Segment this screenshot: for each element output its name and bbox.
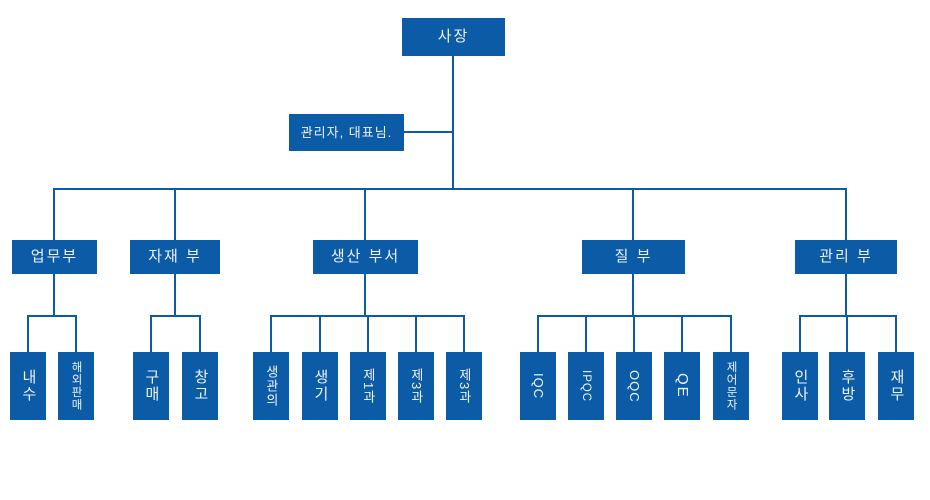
- connector-line: [585, 315, 587, 352]
- main-rail-line: [53, 188, 847, 190]
- connector-line: [367, 315, 369, 352]
- connector-line: [364, 274, 366, 317]
- group-rail-line: [27, 315, 77, 317]
- org-node-leaf: 제3과: [446, 352, 482, 420]
- group-rail-line: [150, 315, 201, 317]
- org-node-dept-sales: 업무부: [12, 240, 97, 274]
- connector-line: [53, 188, 55, 240]
- org-node-assistant: 관리자, 대표님.: [289, 114, 404, 151]
- org-node-leaf: OQC: [616, 352, 652, 420]
- org-node-leaf: 제1과: [350, 352, 386, 420]
- connector-line: [463, 315, 465, 352]
- connector-line: [730, 315, 732, 352]
- org-node-leaf: 내수: [10, 352, 46, 420]
- connector-line: [364, 188, 366, 240]
- org-node-leaf: IPQC: [568, 352, 604, 420]
- connector-line: [845, 188, 847, 240]
- connector-line: [633, 315, 635, 352]
- group-rail-line: [799, 315, 897, 317]
- connector-line: [632, 274, 634, 317]
- org-node-leaf: 생관의: [253, 352, 289, 420]
- connector-line: [681, 315, 683, 352]
- org-node-dept-materials: 자재 부: [130, 240, 220, 274]
- connector-line: [174, 274, 176, 317]
- connector-line: [27, 315, 29, 352]
- org-node-dept-quality: 질 부: [582, 240, 685, 274]
- connector-line: [415, 315, 417, 352]
- org-node-leaf: 생기: [302, 352, 338, 420]
- org-node-leaf: IQC: [520, 352, 556, 420]
- connector-line: [537, 315, 539, 352]
- connector-line: [75, 315, 77, 352]
- org-node-leaf: 제어문자: [713, 352, 749, 420]
- connector-line: [846, 315, 848, 352]
- connector-line: [150, 315, 152, 352]
- trunk-line: [452, 56, 454, 190]
- connector-line: [845, 274, 847, 317]
- org-node-dept-production: 생산 부서: [313, 240, 418, 274]
- connector-line: [799, 315, 801, 352]
- org-node-leaf: 구매: [133, 352, 169, 420]
- org-node-leaf: 해외판매: [58, 352, 94, 420]
- assistant-connector-line: [404, 131, 452, 133]
- connector-line: [53, 274, 55, 317]
- org-node-leaf: 인사: [782, 352, 818, 420]
- org-node-leaf: 재무: [878, 352, 914, 420]
- org-node-leaf: 제3과: [398, 352, 434, 420]
- org-node-dept-management: 관리 부: [795, 240, 897, 274]
- org-node-leaf: QE: [664, 352, 700, 420]
- org-node-leaf: 후방: [829, 352, 865, 420]
- connector-line: [895, 315, 897, 352]
- connector-line: [319, 315, 321, 352]
- org-node-president: 사장: [402, 18, 505, 56]
- org-node-leaf: 창고: [182, 352, 218, 420]
- connector-line: [199, 315, 201, 352]
- connector-line: [632, 188, 634, 240]
- connector-line: [270, 315, 272, 352]
- connector-line: [174, 188, 176, 240]
